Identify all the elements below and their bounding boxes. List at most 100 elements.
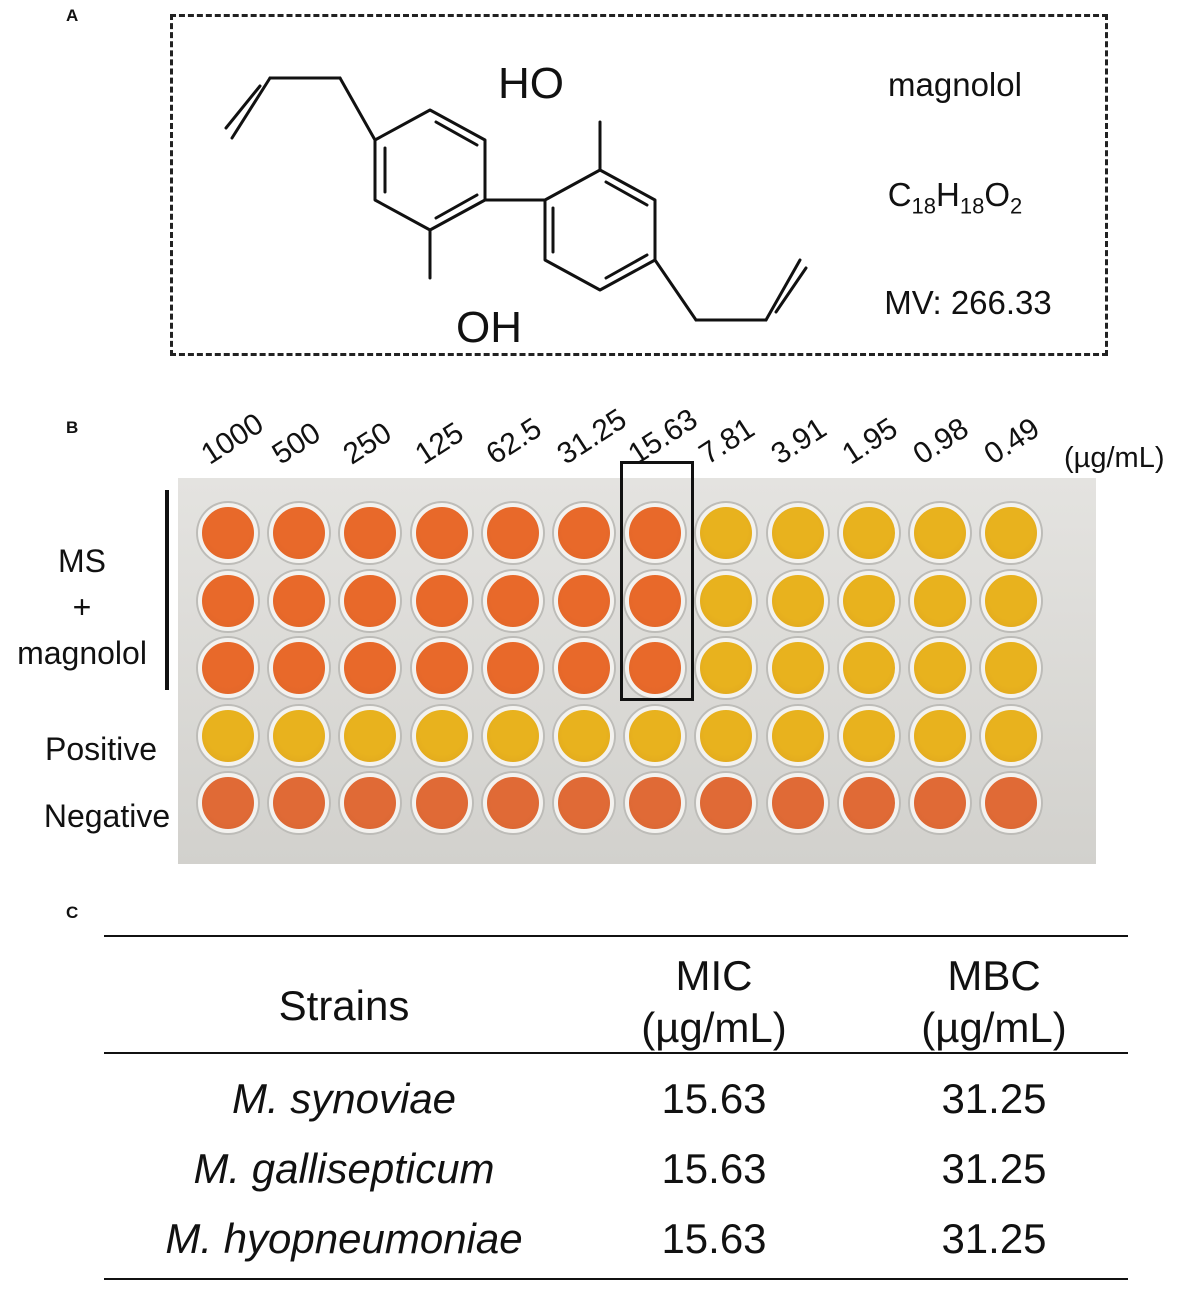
- well: [198, 570, 258, 631]
- well: [269, 773, 330, 833]
- concentration-label: 500: [266, 416, 327, 472]
- panel-label-c: C: [66, 903, 79, 922]
- structure-panel-border: [170, 14, 1108, 356]
- well: [767, 570, 828, 631]
- well: [269, 705, 330, 766]
- well: [625, 570, 686, 631]
- panel-label-a: A: [66, 6, 79, 25]
- well: [767, 503, 828, 563]
- mic-highlight-box: [620, 461, 694, 701]
- well: [411, 570, 472, 631]
- mbc-value: 31.25: [941, 1075, 1047, 1122]
- compound-name: magnolol: [888, 66, 1022, 103]
- well: [981, 638, 1042, 698]
- well: [554, 773, 614, 833]
- well: [554, 705, 614, 766]
- well: [767, 638, 828, 698]
- row-label-negative: Negative: [43, 798, 171, 834]
- concentration-label: 125: [409, 416, 470, 472]
- well: [340, 570, 401, 631]
- concentration-label: 3.91: [765, 411, 833, 472]
- hydroxyl-label-bottom: OH: [456, 303, 522, 350]
- header-mbc: MBC(µg/mL): [921, 952, 1067, 1051]
- table-bottom-rule: [104, 1278, 1128, 1280]
- well: [838, 773, 899, 833]
- well: [838, 503, 899, 563]
- well: [838, 705, 899, 766]
- well: [696, 570, 757, 631]
- table-top-rule: [104, 935, 1128, 937]
- well: [482, 570, 543, 631]
- concentration-label: 0.98: [907, 411, 975, 472]
- well: [838, 638, 899, 698]
- well: [625, 503, 686, 563]
- concentration-label: 0.49: [978, 411, 1046, 472]
- well: [910, 570, 970, 631]
- well: [767, 773, 828, 833]
- compound-molecular-weight: MV: 266.33: [884, 284, 1052, 321]
- header-strains: Strains: [278, 982, 410, 1029]
- well: [838, 570, 899, 631]
- strain-name: M. gallisepticum: [193, 1145, 495, 1192]
- well: [696, 773, 757, 833]
- microplate: [178, 478, 1096, 864]
- well: [981, 705, 1042, 766]
- well: [198, 638, 258, 698]
- mic-value: 15.63: [661, 1075, 767, 1122]
- table-header-rule: [104, 1052, 1128, 1054]
- well: [910, 773, 970, 833]
- concentration-label: 1.95: [836, 411, 904, 472]
- well: [340, 503, 401, 563]
- well: [910, 638, 970, 698]
- well: [198, 705, 258, 766]
- mbc-value: 31.25: [941, 1145, 1047, 1192]
- concentration-unit: (µg/mL): [1064, 442, 1165, 474]
- well: [269, 638, 330, 698]
- well: [198, 503, 258, 563]
- well: [340, 638, 401, 698]
- well: [198, 773, 258, 833]
- well: [482, 773, 543, 833]
- well: [482, 638, 543, 698]
- well: [625, 638, 686, 698]
- compound-formula: C18H18O2: [887, 176, 1023, 219]
- well: [482, 705, 543, 766]
- magnolol-structure-diagram: HO OH: [224, 59, 808, 350]
- well: [554, 570, 614, 631]
- panel-label-b: B: [66, 418, 79, 437]
- well: [625, 705, 686, 766]
- well: [696, 638, 757, 698]
- mic-value: 15.63: [661, 1145, 767, 1192]
- row-label-ms-magnolol: MS + magnolol: [17, 543, 147, 671]
- well: [696, 503, 757, 563]
- well: [910, 503, 970, 563]
- hydroxyl-label-top: HO: [498, 59, 564, 108]
- well: [482, 503, 543, 563]
- well: [340, 773, 401, 833]
- concentration-label: 250: [337, 416, 398, 472]
- well: [981, 570, 1042, 631]
- well: [411, 503, 472, 563]
- strain-name: M. hyopneumoniae: [165, 1215, 523, 1262]
- well: [411, 638, 472, 698]
- concentration-label: 1000: [195, 407, 270, 472]
- header-mic: MIC(µg/mL): [641, 952, 787, 1051]
- concentration-label: 62.5: [480, 411, 548, 472]
- well: [981, 503, 1042, 563]
- well: [625, 773, 686, 833]
- well: [340, 705, 401, 766]
- ms-magnolol-bracket: [165, 490, 169, 690]
- mic-value: 15.63: [661, 1215, 767, 1262]
- well: [269, 570, 330, 631]
- concentration-label: 7.81: [693, 411, 761, 472]
- well: [696, 705, 757, 766]
- well: [269, 503, 330, 563]
- well: [554, 503, 614, 563]
- well: [554, 638, 614, 698]
- strain-name: M. synoviae: [231, 1075, 457, 1122]
- well: [411, 705, 472, 766]
- row-label-positive: Positive: [44, 731, 158, 767]
- well: [910, 705, 970, 766]
- mbc-value: 31.25: [941, 1215, 1047, 1262]
- well: [411, 773, 472, 833]
